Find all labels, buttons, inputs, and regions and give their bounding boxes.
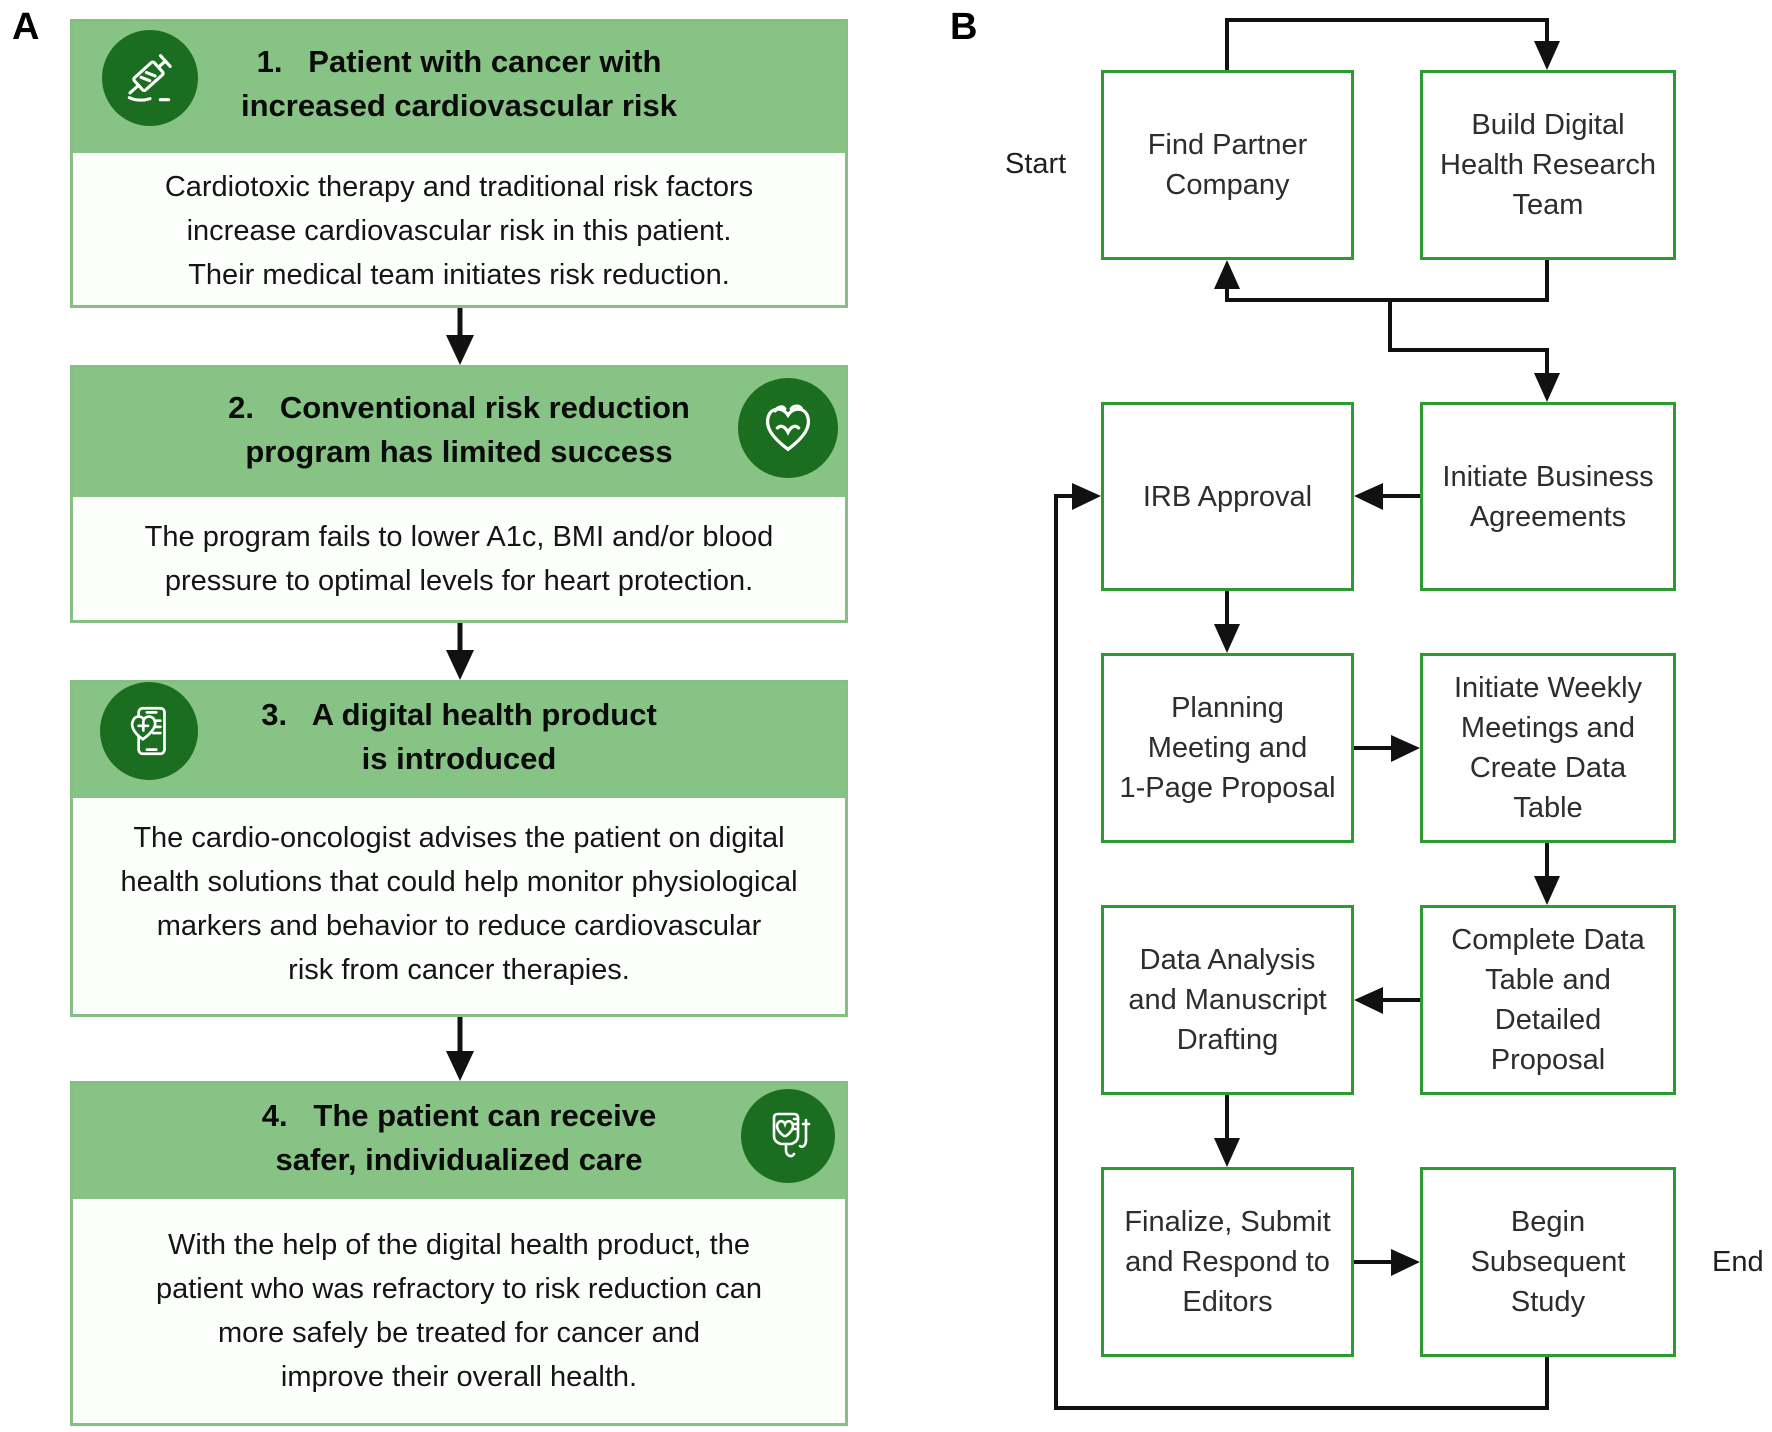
start-label: Start bbox=[1005, 148, 1067, 180]
connector-to-initiate-business bbox=[1388, 300, 1549, 373]
step-1-box: 1. Patient with cancer with increased ca… bbox=[70, 19, 848, 308]
flowbox-begin-subsequent-study: Begin Subsequent Study bbox=[1420, 1167, 1676, 1357]
flowbox-irb-approval: IRB Approval bbox=[1101, 402, 1354, 591]
iv-bag-heart-icon bbox=[741, 1089, 835, 1183]
connector-find-partner-to-build-team bbox=[1225, 18, 1549, 70]
step-3-box: 3. A digital health product is introduce… bbox=[70, 680, 848, 1017]
connector-build-team-to-find-partner bbox=[1225, 260, 1549, 302]
panel-b-label: B bbox=[950, 6, 978, 48]
step-4-title: 4. The patient can receive safer, indivi… bbox=[261, 1098, 657, 1177]
step-1-title: 1. Patient with cancer with increased ca… bbox=[241, 44, 677, 123]
panel-b-arrowheads bbox=[1072, 41, 1560, 1276]
step-2-header: 2. Conventional risk reduction program h… bbox=[73, 368, 845, 497]
step-1-header: 1. Patient with cancer with increased ca… bbox=[73, 22, 845, 153]
end-label: End bbox=[1712, 1246, 1764, 1278]
flowbox-planning-meeting-proposal: Planning Meeting and 1-Page Proposal bbox=[1101, 653, 1354, 843]
step-4-header: 4. The patient can receive safer, indivi… bbox=[73, 1084, 845, 1199]
flowbox-data-analysis-drafting: Data Analysis and Manuscript Drafting bbox=[1101, 905, 1354, 1095]
step-4-box: 4. The patient can receive safer, indivi… bbox=[70, 1081, 848, 1426]
health-app-phone-icon bbox=[100, 682, 198, 780]
flowbox-initiate-business-agreements: Initiate Business Agreements bbox=[1420, 402, 1676, 591]
step-3-title: 3. A digital health product is introduce… bbox=[261, 697, 657, 776]
step-3-body: The cardio-oncologist advises the patien… bbox=[120, 822, 798, 986]
step-1-body: Cardiotoxic therapy and traditional risk… bbox=[164, 171, 754, 291]
step-3-header: 3. A digital health product is introduce… bbox=[73, 683, 845, 798]
syringe-icon bbox=[102, 30, 198, 126]
connector-feedback-loop bbox=[1054, 494, 1549, 1410]
flowbox-find-partner-company: Find Partner Company bbox=[1101, 70, 1354, 260]
step-2-title: 2. Conventional risk reduction program h… bbox=[228, 390, 690, 469]
step-2-body: The program fails to lower A1c, BMI and/… bbox=[144, 521, 774, 597]
step-4-body: With the help of the digital health prod… bbox=[155, 1229, 763, 1393]
flowbox-finalize-submit-respond: Finalize, Submit and Respond to Editors bbox=[1101, 1167, 1354, 1357]
panel-a-arrowheads bbox=[446, 335, 474, 1081]
step-2-box: 2. Conventional risk reduction program h… bbox=[70, 365, 848, 623]
panel-a-label: A bbox=[12, 6, 40, 48]
flowbox-initiate-weekly-meetings: Initiate Weekly Meetings and Create Data… bbox=[1420, 653, 1676, 843]
flowbox-complete-data-table: Complete Data Table and Detailed Proposa… bbox=[1420, 905, 1676, 1095]
flowbox-build-digital-health-research-team: Build Digital Health Research Team bbox=[1420, 70, 1676, 260]
panel-b-lines bbox=[1054, 18, 1549, 1410]
heart-icon bbox=[738, 378, 838, 478]
